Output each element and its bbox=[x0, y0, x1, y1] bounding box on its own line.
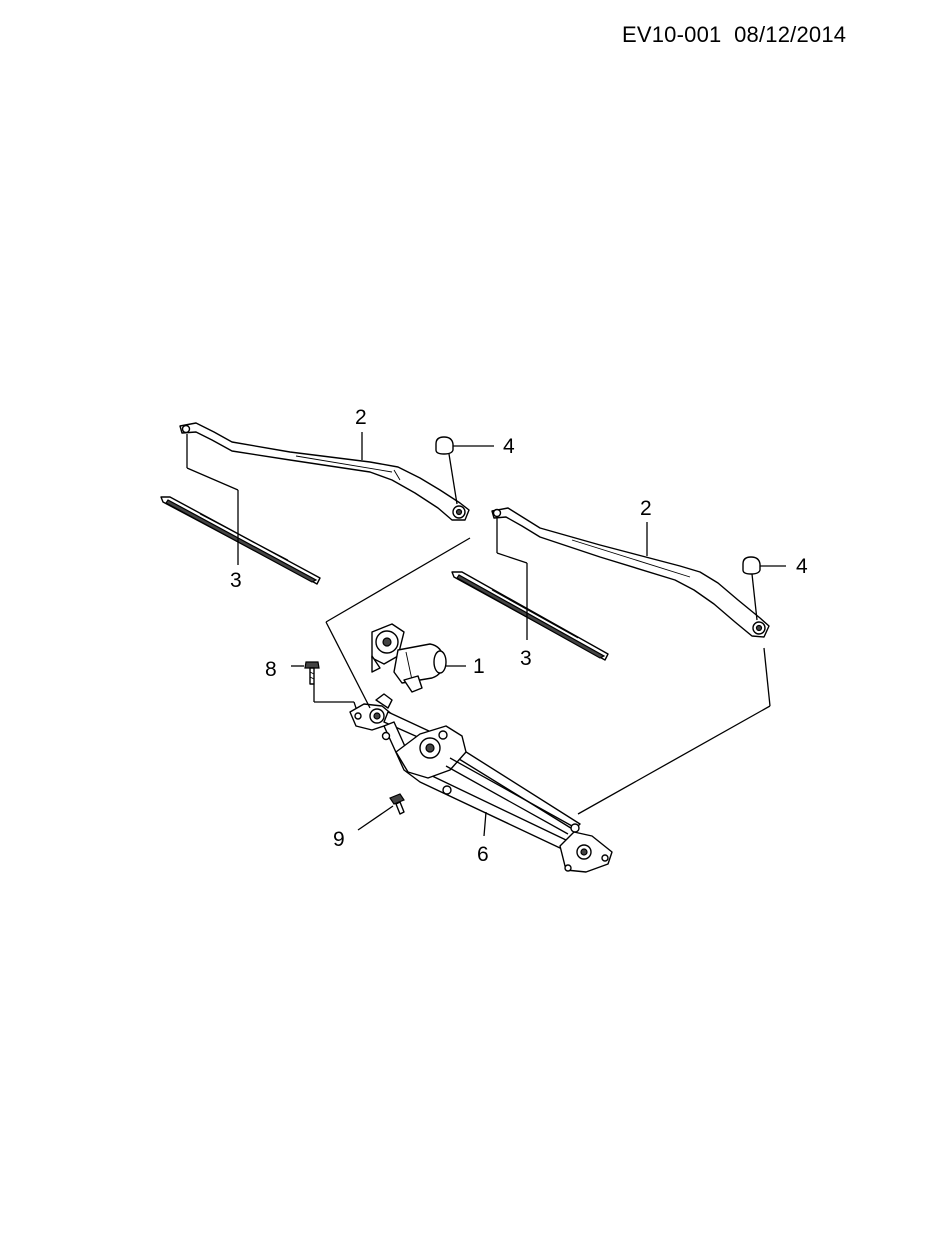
document-header: EV10-001 08/12/2014 bbox=[622, 22, 846, 48]
callout-3-left: 3 bbox=[230, 569, 242, 592]
bolt-8 bbox=[304, 661, 320, 685]
callout-1: 1 bbox=[473, 655, 485, 678]
callout-4-right: 4 bbox=[796, 555, 808, 578]
wiper-motor bbox=[371, 623, 447, 693]
wiper-arm-right bbox=[491, 507, 770, 638]
callout-4-left: 4 bbox=[503, 435, 515, 458]
callout-2-right: 2 bbox=[640, 497, 652, 520]
doc-date: 08/12/2014 bbox=[734, 22, 847, 47]
callout-2-left: 2 bbox=[355, 406, 367, 429]
nut-cap-left bbox=[435, 436, 494, 505]
callout-9: 9 bbox=[333, 828, 345, 851]
callout-3-right: 3 bbox=[520, 647, 532, 670]
callout-6: 6 bbox=[477, 843, 489, 866]
wiper-arm-left bbox=[179, 422, 470, 521]
doc-code: EV10-001 bbox=[622, 22, 722, 47]
wiper-blade-left bbox=[160, 496, 321, 585]
wiper-linkage bbox=[349, 693, 613, 873]
wiper-blade-right bbox=[451, 571, 609, 661]
nut-cap-right bbox=[742, 556, 786, 621]
callout-8: 8 bbox=[265, 658, 277, 681]
bolt-9 bbox=[389, 793, 405, 815]
